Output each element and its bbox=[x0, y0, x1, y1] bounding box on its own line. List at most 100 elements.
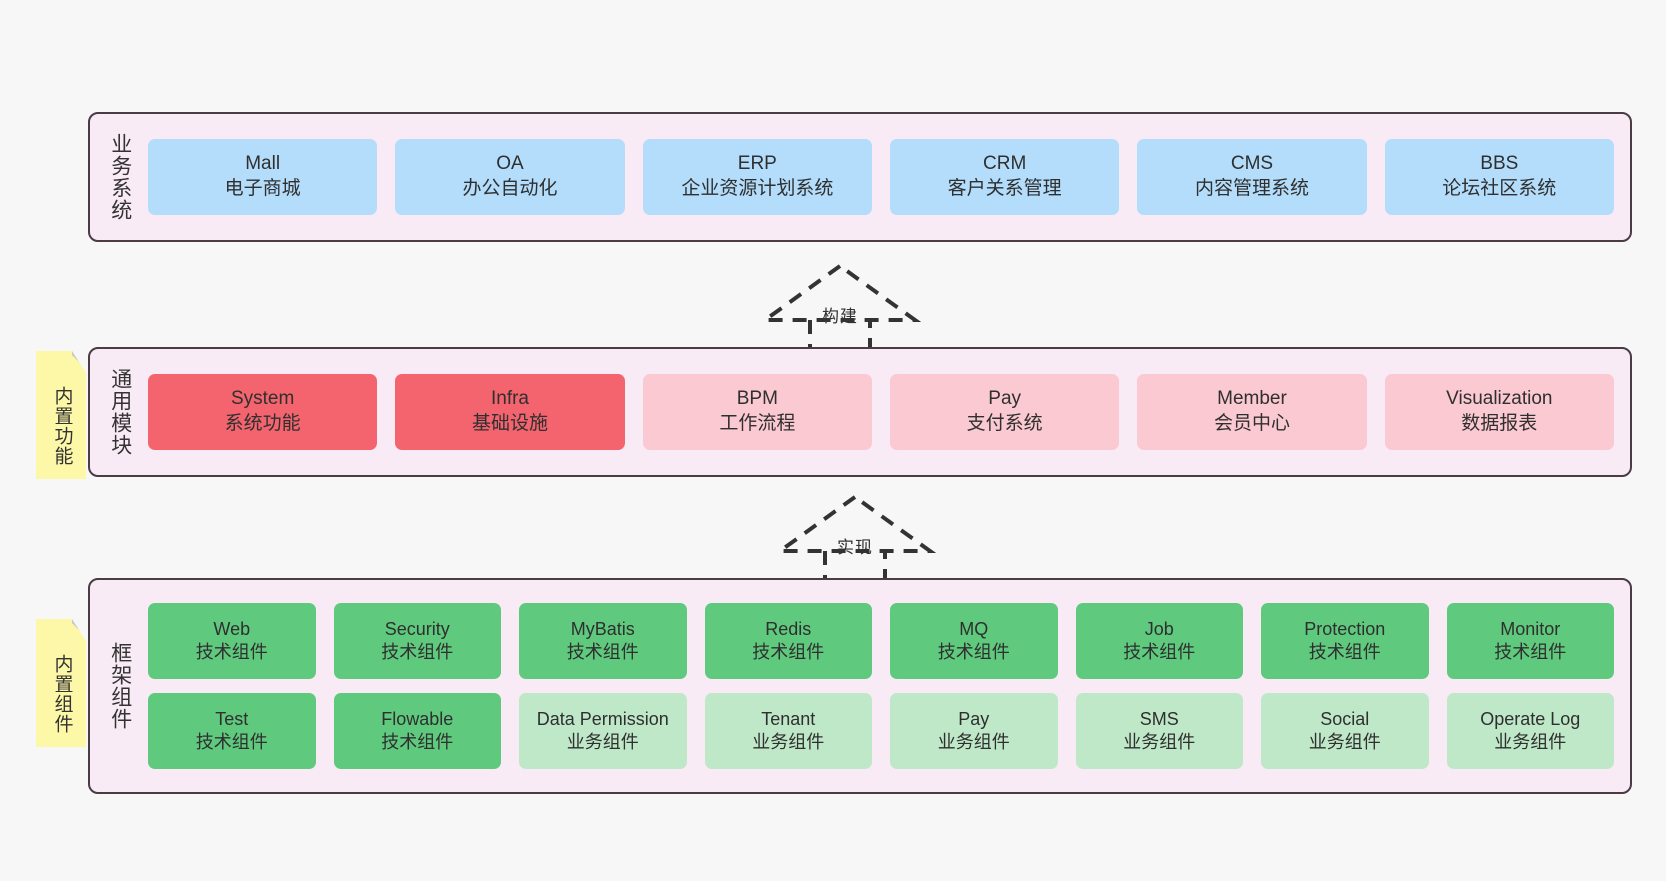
card-crm[interactable]: CRM 客户关系管理 bbox=[889, 139, 1120, 215]
card-subtitle: 技术组件 bbox=[752, 642, 825, 662]
layer-framework-components: 框架组件 Web 技术组件 Security 技术组件 MyBatis 技术组件… bbox=[88, 578, 1632, 794]
card-title: Security bbox=[384, 618, 450, 639]
card-mall[interactable]: Mall 电子商城 bbox=[148, 139, 378, 215]
card-pay-component[interactable]: Pay 业务组件 bbox=[890, 693, 1058, 769]
card-title: Tenant bbox=[761, 708, 816, 729]
card-sms[interactable]: SMS 业务组件 bbox=[1075, 693, 1243, 769]
card-subtitle: 论坛社区系统 bbox=[1442, 178, 1557, 199]
layer-title-common-modules: 通用模块 bbox=[108, 368, 132, 456]
card-subtitle: 内容管理系统 bbox=[1194, 178, 1309, 199]
card-subtitle: 技术组件 bbox=[195, 732, 268, 752]
card-row: Test 技术组件 Flowable 技术组件 Data Permission … bbox=[148, 693, 1614, 769]
card-system[interactable]: System 系统功能 bbox=[148, 374, 378, 450]
card-title: OA bbox=[496, 153, 524, 175]
card-subtitle: 技术组件 bbox=[1494, 642, 1567, 662]
card-flowable[interactable]: Flowable 技术组件 bbox=[333, 693, 501, 769]
card-mybatis[interactable]: MyBatis 技术组件 bbox=[519, 603, 687, 679]
card-row: Web 技术组件 Security 技术组件 MyBatis 技术组件 Redi… bbox=[148, 603, 1614, 679]
card-title: Mall bbox=[245, 153, 281, 175]
card-social[interactable]: Social 业务组件 bbox=[1261, 693, 1429, 769]
card-cms[interactable]: CMS 内容管理系统 bbox=[1137, 139, 1367, 215]
card-operate-log[interactable]: Operate Log 业务组件 bbox=[1446, 693, 1614, 769]
card-title: Flowable bbox=[381, 708, 454, 729]
card-title: Job bbox=[1144, 618, 1174, 639]
card-subtitle: 业务组件 bbox=[1494, 732, 1567, 752]
card-infra[interactable]: Infra 基础设施 bbox=[395, 374, 625, 450]
layer-body-framework-components: Web 技术组件 Security 技术组件 MyBatis 技术组件 Redi… bbox=[140, 580, 1630, 792]
connector-label: 构建 bbox=[822, 307, 858, 326]
card-title: Infra bbox=[490, 388, 529, 410]
card-title: SMS bbox=[1139, 708, 1179, 729]
card-protection[interactable]: Protection 技术组件 bbox=[1261, 603, 1429, 679]
card-title: CRM bbox=[983, 153, 1027, 175]
card-subtitle: 系统功能 bbox=[224, 413, 301, 434]
card-title: Monitor bbox=[1500, 618, 1561, 639]
sticky-note-label: 内置组件 bbox=[51, 654, 73, 734]
card-pay-module[interactable]: Pay 支付系统 bbox=[889, 374, 1120, 450]
layer-title-business-systems: 业务系统 bbox=[108, 133, 132, 221]
card-title: Redis bbox=[765, 618, 812, 639]
sticky-note-builtin-components: 内置组件 bbox=[36, 619, 86, 747]
card-subtitle: 技术组件 bbox=[195, 642, 268, 662]
card-subtitle: 会员中心 bbox=[1213, 413, 1290, 434]
card-title: Test bbox=[215, 708, 249, 729]
card-subtitle: 技术组件 bbox=[1123, 642, 1196, 662]
card-monitor[interactable]: Monitor 技术组件 bbox=[1446, 603, 1614, 679]
card-subtitle: 办公自动化 bbox=[462, 178, 558, 199]
card-title: MyBatis bbox=[570, 618, 635, 639]
card-subtitle: 电子商城 bbox=[224, 178, 301, 199]
layer-business-systems: 业务系统 Mall 电子商城 OA 办公自动化 ERP 企业资源计划系统 CRM… bbox=[88, 112, 1632, 242]
connector-implement: 实现 bbox=[770, 489, 940, 587]
card-title: BBS bbox=[1480, 153, 1519, 175]
card-job[interactable]: Job 技术组件 bbox=[1075, 603, 1243, 679]
layer-body-business-systems: Mall 电子商城 OA 办公自动化 ERP 企业资源计划系统 CRM 客户关系… bbox=[140, 114, 1630, 240]
connector-label: 实现 bbox=[837, 538, 873, 557]
card-subtitle: 业务组件 bbox=[566, 732, 639, 752]
card-erp[interactable]: ERP 企业资源计划系统 bbox=[642, 139, 872, 215]
card-subtitle: 技术组件 bbox=[566, 642, 639, 662]
card-subtitle: 技术组件 bbox=[1308, 642, 1381, 662]
card-tenant[interactable]: Tenant 业务组件 bbox=[704, 693, 872, 769]
card-oa[interactable]: OA 办公自动化 bbox=[395, 139, 625, 215]
card-title: ERP bbox=[737, 153, 777, 175]
card-redis[interactable]: Redis 技术组件 bbox=[704, 603, 872, 679]
card-title: Operate Log bbox=[1480, 708, 1581, 729]
card-bbs[interactable]: BBS 论坛社区系统 bbox=[1384, 139, 1614, 215]
card-subtitle: 工作流程 bbox=[719, 413, 796, 434]
card-subtitle: 数据报表 bbox=[1461, 413, 1538, 434]
card-subtitle: 客户关系管理 bbox=[947, 178, 1062, 199]
card-subtitle: 支付系统 bbox=[966, 413, 1043, 434]
card-title: Member bbox=[1217, 388, 1287, 410]
card-title: System bbox=[230, 388, 295, 410]
card-web[interactable]: Web 技术组件 bbox=[148, 603, 316, 679]
card-test[interactable]: Test 技术组件 bbox=[148, 693, 316, 769]
card-subtitle: 业务组件 bbox=[1123, 732, 1196, 752]
card-member[interactable]: Member 会员中心 bbox=[1137, 374, 1367, 450]
card-subtitle: 企业资源计划系统 bbox=[681, 178, 834, 199]
card-security[interactable]: Security 技术组件 bbox=[333, 603, 501, 679]
card-row: System 系统功能 Infra 基础设施 BPM 工作流程 Pay 支付系统… bbox=[148, 374, 1614, 450]
sticky-note-builtin-features: 内置功能 bbox=[36, 351, 86, 479]
card-mq[interactable]: MQ 技术组件 bbox=[890, 603, 1058, 679]
card-title: Data Permission bbox=[536, 708, 669, 729]
card-bpm[interactable]: BPM 工作流程 bbox=[642, 374, 872, 450]
card-data-permission[interactable]: Data Permission 业务组件 bbox=[519, 693, 687, 769]
folded-corner-icon bbox=[72, 351, 86, 373]
card-visualization[interactable]: Visualization 数据报表 bbox=[1384, 374, 1614, 450]
card-row: Mall 电子商城 OA 办公自动化 ERP 企业资源计划系统 CRM 客户关系… bbox=[148, 139, 1614, 215]
layer-common-modules: 通用模块 System 系统功能 Infra 基础设施 BPM 工作流程 Pay… bbox=[88, 347, 1632, 477]
card-title: Social bbox=[1320, 708, 1370, 729]
card-title: Pay bbox=[958, 708, 990, 729]
layer-title-framework-components: 框架组件 bbox=[108, 642, 132, 730]
generalization-arrow-icon bbox=[758, 263, 922, 356]
card-title: Web bbox=[213, 618, 251, 639]
card-subtitle: 技术组件 bbox=[381, 642, 454, 662]
card-subtitle: 基础设施 bbox=[471, 413, 548, 434]
card-title: Pay bbox=[988, 388, 1022, 410]
card-subtitle: 业务组件 bbox=[1308, 732, 1381, 752]
card-subtitle: 业务组件 bbox=[752, 732, 825, 752]
card-subtitle: 技术组件 bbox=[381, 732, 454, 752]
card-title: BPM bbox=[736, 388, 778, 410]
sticky-note-label: 内置功能 bbox=[51, 386, 73, 466]
card-title: Visualization bbox=[1446, 388, 1553, 410]
